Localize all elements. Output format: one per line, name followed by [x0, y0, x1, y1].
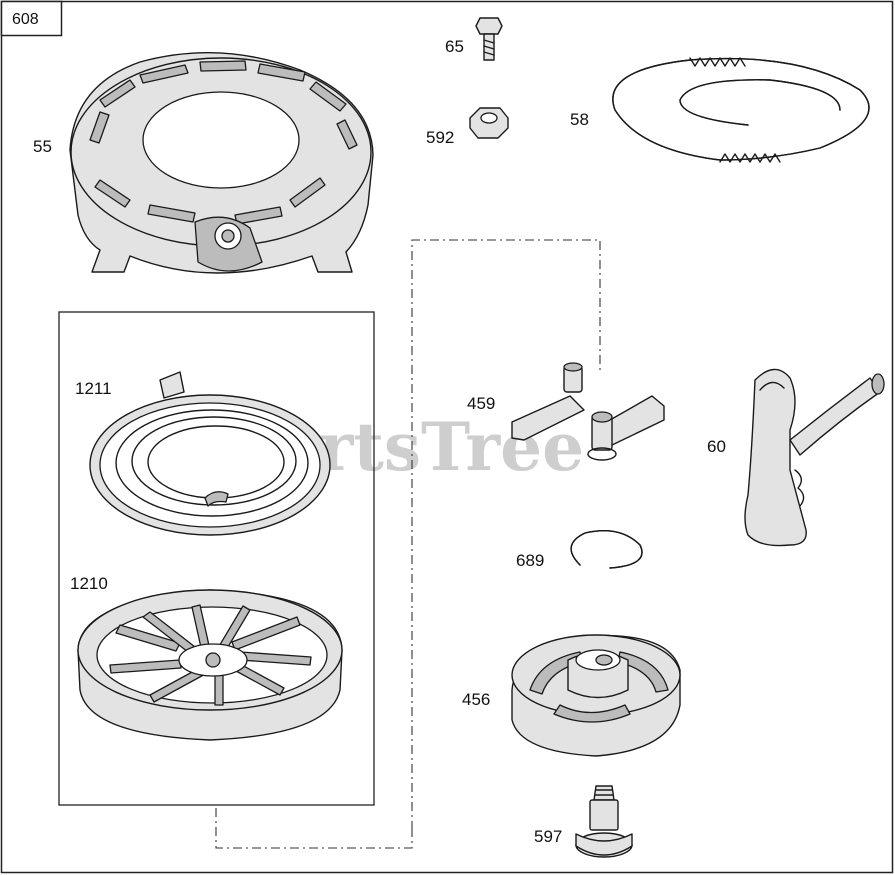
label-part-597: 597 [534, 827, 562, 846]
starter-housing-part-55[interactable] [69, 52, 374, 274]
label-part-689: 689 [516, 551, 544, 570]
label-part-58: 58 [570, 110, 589, 129]
starter-rope-part-58[interactable] [612, 57, 870, 163]
reference-number: 608 [12, 11, 39, 28]
assembly-line-lower [215, 808, 413, 849]
reference-number-box: 608 [0, 0, 63, 37]
bolt-part-65[interactable] [475, 17, 503, 61]
shoulder-screw-part-597[interactable] [575, 785, 633, 858]
ratchet-part-456[interactable] [511, 634, 681, 757]
label-part-55: 55 [33, 137, 52, 156]
label-part-60: 60 [707, 437, 726, 456]
retaining-ring-part-689[interactable] [570, 530, 643, 569]
recoil-spring-part-1211[interactable] [89, 371, 331, 536]
label-part-592: 592 [426, 128, 454, 147]
label-part-1210: 1210 [70, 574, 108, 593]
label-part-65: 65 [445, 37, 464, 56]
starter-dogs-part-459[interactable] [511, 362, 665, 461]
pulley-part-1210[interactable] [77, 589, 343, 741]
nut-part-592[interactable] [469, 107, 509, 139]
label-part-459: 459 [467, 394, 495, 413]
assembly-line-upper [411, 239, 601, 830]
assembly-box [58, 311, 375, 806]
label-part-456: 456 [462, 690, 490, 709]
label-part-1211: 1211 [75, 379, 112, 398]
starter-handle-part-60[interactable] [744, 368, 885, 547]
